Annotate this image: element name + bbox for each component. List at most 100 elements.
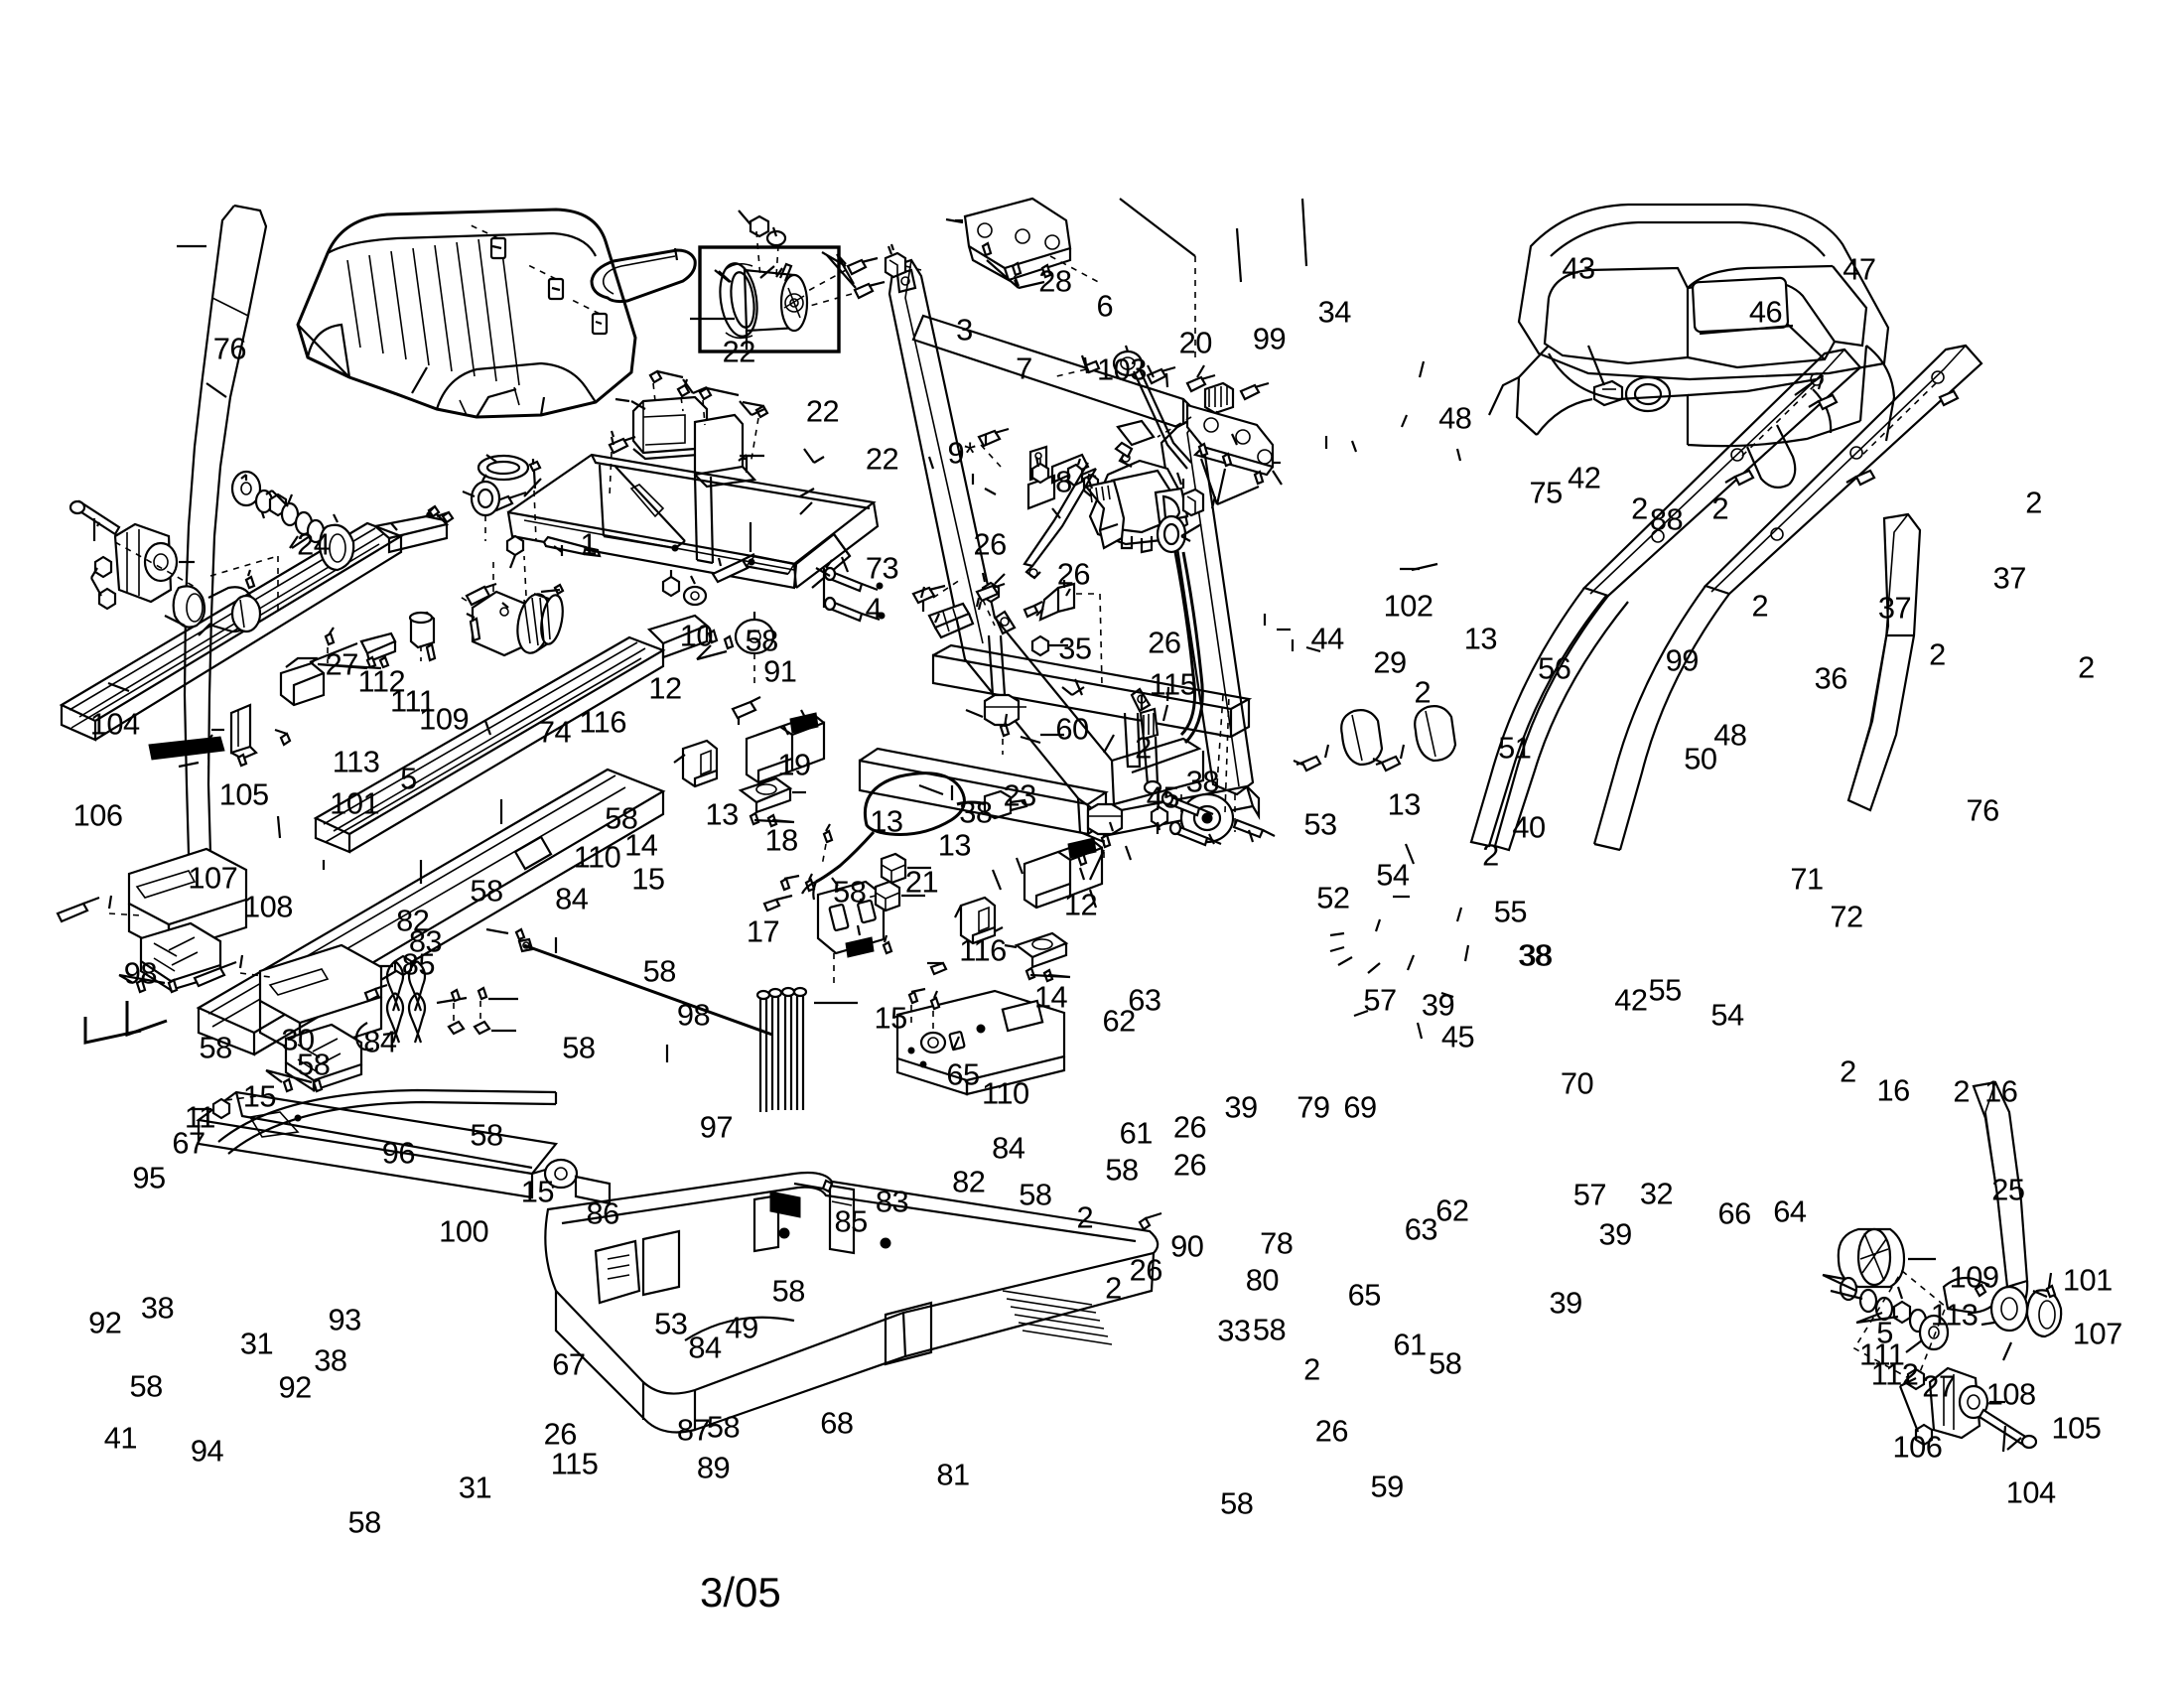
callout-number: 82 <box>952 1165 986 1200</box>
callout-number: 58 <box>833 874 867 910</box>
callout-number: 106 <box>72 797 123 833</box>
callout-number: 57 <box>1363 982 1397 1018</box>
callout-number: 85 <box>834 1203 869 1239</box>
callout-number: 33 <box>1217 1313 1251 1348</box>
callout-number: 8 <box>1055 464 1072 499</box>
callout-number: 66 <box>1717 1195 1752 1231</box>
callout-number: 62 <box>1102 1003 1137 1039</box>
callout-number: 94 <box>190 1433 224 1469</box>
callout-number: 38 <box>314 1342 347 1378</box>
callout-number: 103 <box>1097 351 1147 387</box>
callout-number: 53 <box>654 1306 688 1341</box>
callout-number: 29 <box>1373 645 1407 681</box>
tools-and-rods <box>385 927 858 1112</box>
callout-number: 2 <box>1711 491 1729 526</box>
callout-number: 109 <box>419 702 470 738</box>
callout-number: 110 <box>573 839 621 875</box>
callout-number: 5 <box>400 761 417 796</box>
callout-number: 110 <box>982 1075 1029 1111</box>
callout-number: 26 <box>1129 1252 1163 1288</box>
callout-number: 105 <box>2051 1411 2102 1447</box>
callout-number: 42 <box>1614 982 1648 1018</box>
callout-number: 84 <box>363 1024 397 1059</box>
callout-number: 39 <box>1224 1089 1258 1125</box>
callout-number: 58 <box>199 1030 233 1065</box>
callout-number: 80 <box>1245 1262 1280 1298</box>
callout-number: 25 <box>1991 1172 2025 1207</box>
right-leg-assembly <box>1822 1080 2063 1453</box>
callout-number: 65 <box>946 1056 980 1092</box>
callout-number: 104 <box>2005 1474 2056 1510</box>
callout-number: 82 <box>396 903 430 938</box>
callout-number: 101 <box>330 785 380 821</box>
callout-number: 11 <box>184 1099 216 1135</box>
callout-number: 68 <box>820 1405 854 1441</box>
callout-number: 92 <box>88 1305 122 1340</box>
callout-number: 100 <box>439 1213 489 1249</box>
callout-number: 92 <box>278 1369 313 1405</box>
callout-number: 45 <box>1146 779 1180 815</box>
callout-number: 2 <box>2025 485 2042 520</box>
callout-number: 56 <box>1538 650 1571 686</box>
callout-number: 116 <box>959 932 1007 968</box>
callout-number: 10 <box>679 618 714 653</box>
callout-number: 74 <box>537 714 572 750</box>
callout-number: 39 <box>1549 1285 1583 1321</box>
handrail-tubes-right <box>1277 344 1983 852</box>
callout-number: 58 <box>745 623 779 658</box>
callout-number: 69 <box>1343 1089 1377 1125</box>
callout-number: 14 <box>1033 979 1068 1015</box>
callout-number: 58 <box>771 1273 806 1309</box>
callout-number: 27 <box>1922 1368 1956 1404</box>
callout-number: 42 <box>1568 460 1601 495</box>
callout-number: 38 <box>140 1290 175 1326</box>
callout-number: 72 <box>1830 899 1863 934</box>
hood-clips <box>466 222 609 336</box>
callout-number: 107 <box>188 860 238 896</box>
callout-number: 64 <box>1773 1193 1807 1229</box>
callout-number: 55 <box>1648 972 1683 1008</box>
callout-number: 99 <box>1252 321 1287 356</box>
callout-number: 83 <box>408 923 443 959</box>
callout-number: 58 <box>1252 1312 1287 1347</box>
callout-number: 38 <box>1185 764 1220 799</box>
controller-module <box>614 369 709 461</box>
callout-number: 40 <box>1512 809 1546 845</box>
callout-number: 2 <box>1414 674 1432 710</box>
callout-number: 15 <box>242 1078 277 1114</box>
callout-number: 51 <box>1498 730 1532 766</box>
callout-number: 98 <box>123 955 158 991</box>
callout-number: 26 <box>1172 1109 1207 1145</box>
callout-number: 2 <box>1105 1270 1122 1306</box>
callout-number: 58 <box>297 1047 331 1082</box>
switch-board-90 <box>762 852 948 983</box>
date-stamp: 3/05 <box>700 1569 781 1615</box>
callout-number: 13 <box>870 803 903 839</box>
callout-number: 61 <box>1119 1115 1154 1151</box>
callout-number: 12 <box>648 670 682 706</box>
callout-number: 34 <box>1317 294 1352 330</box>
callout-number: 23 <box>1003 777 1037 813</box>
callout-number: 5 <box>1876 1315 1893 1350</box>
callout-number: 16 <box>1984 1073 2018 1109</box>
callout-number: 7 <box>1016 351 1032 386</box>
callout-number: 58 <box>470 1118 503 1154</box>
callout-number: 41 <box>103 1421 138 1457</box>
callout-number: 79 <box>1297 1089 1330 1125</box>
callout-number: 84 <box>688 1330 722 1365</box>
callout-number: 2 <box>1303 1351 1320 1387</box>
callout-number: 39 <box>1421 987 1455 1023</box>
callout-number: 115 <box>550 1446 599 1481</box>
left-handrail-group <box>183 204 268 868</box>
callout-number: 58 <box>562 1030 596 1065</box>
callout-number: 93 <box>328 1302 362 1337</box>
callout-number: 113 <box>1930 1298 1979 1333</box>
incline-strut-70 <box>1139 703 1162 795</box>
callout-number: 36 <box>1814 660 1848 696</box>
callout-number: 58 <box>129 1368 164 1404</box>
leader-lines <box>92 198 1470 1062</box>
callout-number: 22 <box>722 334 756 369</box>
callout-number: 111 <box>390 683 436 719</box>
callout-number: 45 <box>1440 1019 1475 1054</box>
